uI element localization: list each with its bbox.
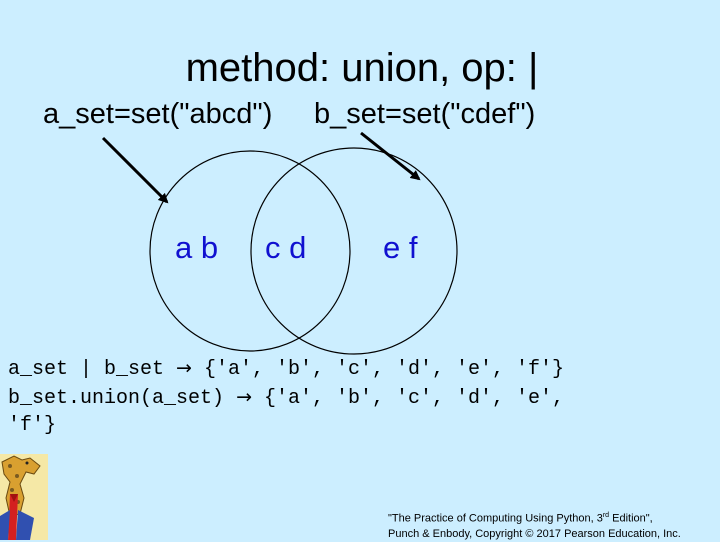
footer-line-2: Punch & Enbody, Copyright © 2017 Pearson… [388,527,681,540]
giraffe-logo-icon [0,454,48,540]
right-arrow-icon: → [176,357,192,379]
a-set-circle [149,150,351,352]
right-arrow-icon: → [236,386,252,408]
footer-citation: "The Practice of Computing Using Python,… [388,508,681,542]
b-set-definition: b_set=set("cdef") [314,98,536,130]
footer-line-1: "The Practice of Computing Using Python,… [388,508,681,527]
only-b-region-label: e f [383,230,418,265]
footer-line-1-end: Edition", [609,512,653,525]
b-set-arrow [360,131,421,181]
code-line-1: a_set | b_set → {'a', 'b', 'c', 'd', 'e'… [8,357,564,381]
a-set-arrow [101,136,169,204]
footer-superscript: rd [602,512,610,519]
footer-line-1-text: "The Practice of Computing Using Python,… [388,512,603,525]
b-set-circle [250,147,458,355]
only-a-region-label: a b [175,230,219,265]
slide-title: method: union, op: | [185,46,539,90]
code-line-2-result: {'a', 'b', 'c', 'd', 'e', [264,387,565,410]
code-line-3: 'f'} [8,414,57,437]
code-line-1-result: {'a', 'b', 'c', 'd', 'e', 'f'} [203,358,565,381]
code-line-2: b_set.union(a_set) → {'a', 'b', 'c', 'd'… [8,386,564,410]
a-set-definition: a_set=set("abcd") [43,98,273,130]
intersection-region-label: c d [265,230,307,265]
code-line-2-expression: b_set.union(a_set) [8,387,225,410]
code-line-1-expression: a_set | b_set [8,358,165,381]
